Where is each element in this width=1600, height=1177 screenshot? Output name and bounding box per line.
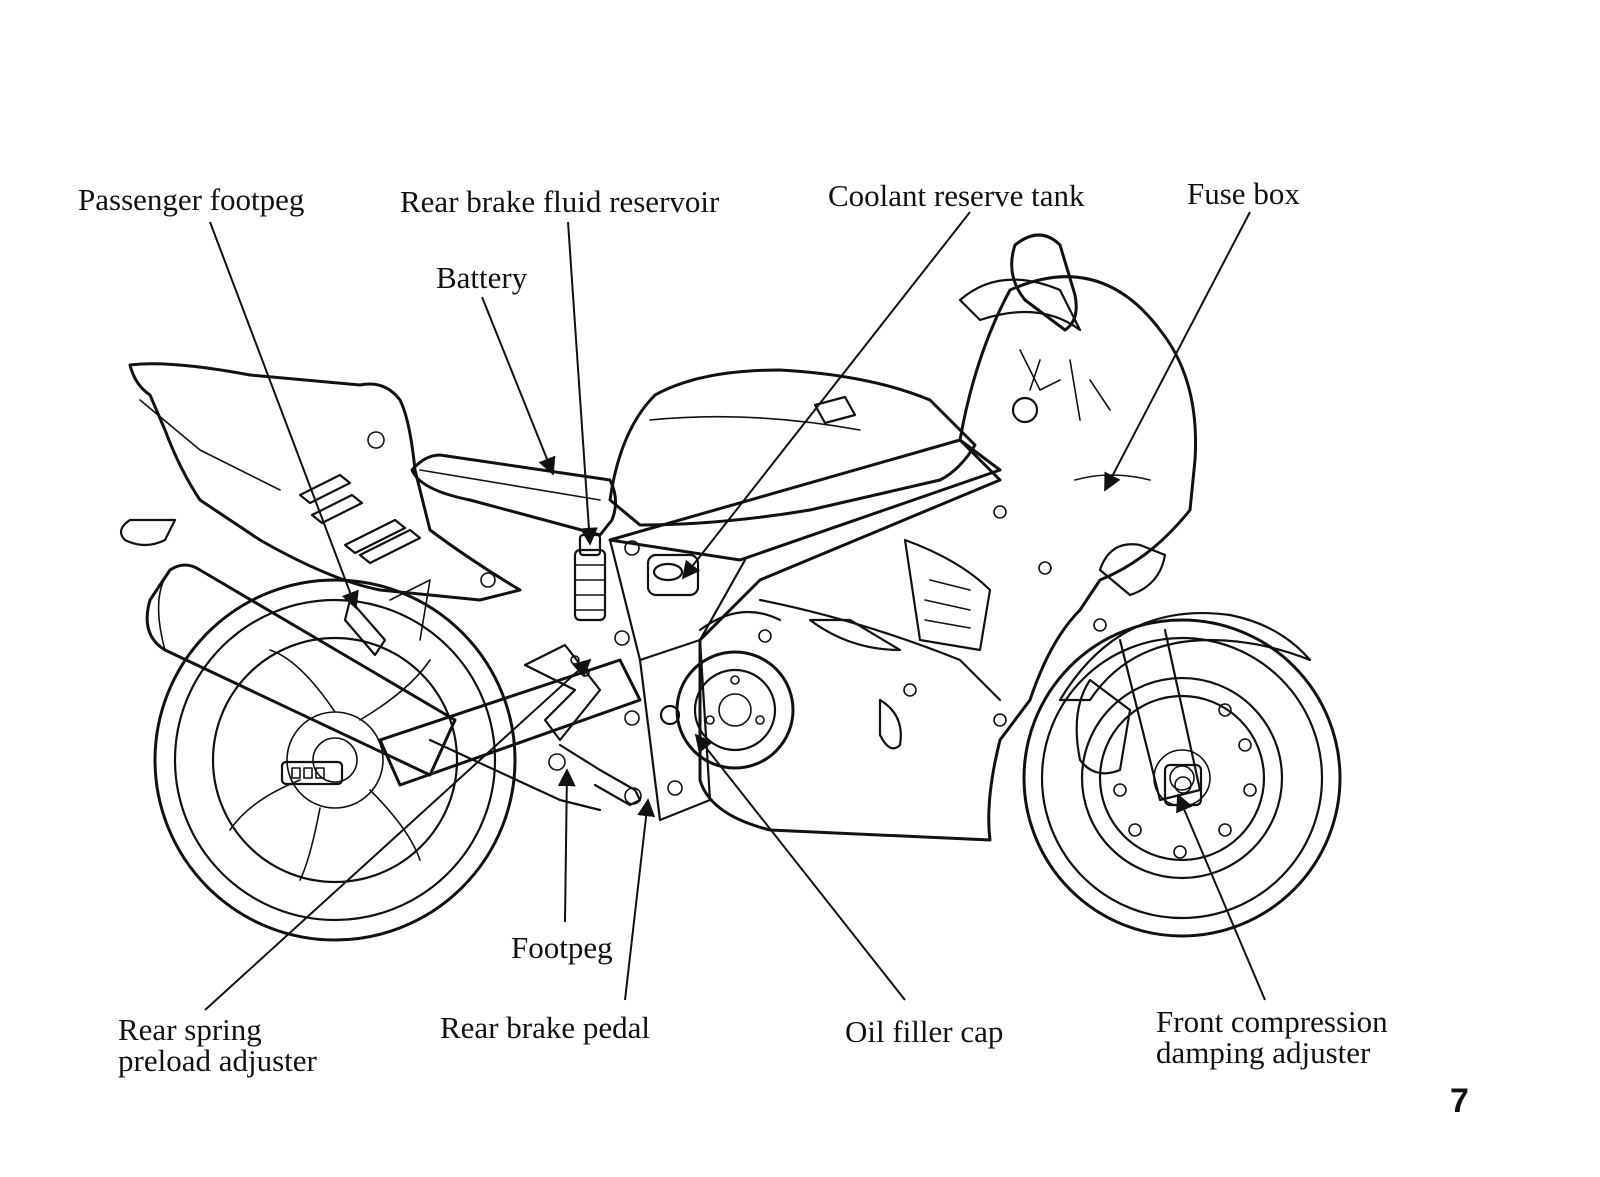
coolant-tank [646, 553, 700, 597]
label-front-compression-damping-adjuster-line1: Front compression [1156, 1004, 1388, 1039]
windscreen [958, 233, 1151, 481]
leader-rear-brake-pedal [624, 798, 656, 1001]
leader-rear-brake-fluid-reservoir [567, 221, 598, 546]
frame [608, 438, 1002, 822]
leader-footpeg [557, 768, 576, 923]
page-number: 7 [1450, 1082, 1469, 1120]
swingarm [378, 658, 642, 787]
label-fuse-box: Fuse box [1187, 176, 1300, 211]
leader-coolant-reserve-tank [681, 211, 971, 580]
front-wheel [1022, 618, 1342, 938]
leader-fuse-box [1104, 211, 1251, 492]
fairing [698, 275, 1198, 842]
motorcycle-illustration [119, 233, 1342, 942]
label-rear-brake-pedal: Rear brake pedal [440, 1010, 650, 1045]
leader-oil-filler-cap [694, 733, 906, 1001]
exhaust-muffler [145, 563, 602, 812]
leader-front-compression-damping-adjuster [1176, 793, 1266, 1001]
rear-wheel [153, 578, 517, 942]
leader-lines [204, 211, 1266, 1011]
label-oil-filler-cap: Oil filler cap [845, 1014, 1004, 1049]
front-fork [1118, 628, 1203, 807]
leader-rear-spring-preload-adjuster [204, 658, 592, 1011]
footpeg-bracket [523, 643, 642, 807]
label-rear-spring-preload-adjuster-line1: Rear spring [118, 1012, 262, 1047]
tail-cowl [119, 362, 522, 602]
fuel-tank [608, 368, 977, 527]
label-coolant-reserve-tank: Coolant reserve tank [828, 178, 1085, 213]
leader-battery [481, 296, 556, 476]
label-front-compression-damping-adjuster-line2: damping adjuster [1156, 1035, 1371, 1070]
label-rear-brake-fluid-reservoir: Rear brake fluid reservoir [400, 184, 720, 219]
label-passenger-footpeg: Passenger footpeg [78, 182, 305, 217]
label-rear-spring-preload-adjuster-line2: preload adjuster [118, 1043, 317, 1078]
label-footpeg: Footpeg [511, 930, 613, 965]
leader-passenger-footpeg [209, 221, 359, 610]
label-battery: Battery [436, 260, 528, 295]
front-fender [1058, 611, 1312, 702]
oil-filler-cap [659, 704, 681, 726]
rear-shock [573, 533, 607, 622]
passenger-footpeg [343, 579, 431, 657]
